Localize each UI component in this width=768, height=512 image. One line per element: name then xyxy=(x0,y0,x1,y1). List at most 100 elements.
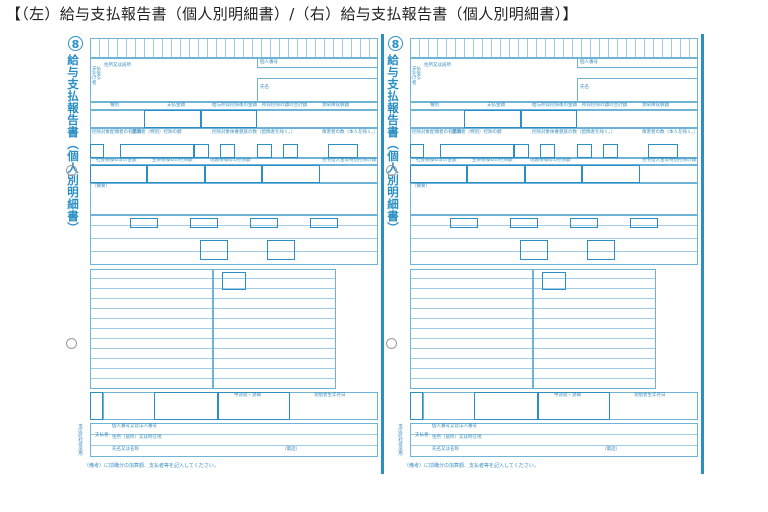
earthquake-insurance-field[interactable] xyxy=(205,165,262,183)
kind-label: 種別 xyxy=(110,103,119,108)
payer-name-label: 氏名又は名称 xyxy=(112,447,139,452)
kind-label: 種別 xyxy=(430,103,439,108)
disabled-count-field[interactable] xyxy=(648,144,678,158)
life-insurance-field[interactable] xyxy=(467,165,525,183)
after-deduction-field[interactable] xyxy=(521,110,577,128)
housing-loan-field[interactable] xyxy=(262,165,320,183)
detail-field[interactable] xyxy=(310,218,338,228)
detail-field[interactable] xyxy=(570,218,598,228)
spouse-amount-field[interactable] xyxy=(440,144,514,158)
name-field[interactable] xyxy=(257,78,378,102)
social-insurance-label: 社会保険料等の金額 xyxy=(96,158,137,163)
mid-join-field[interactable] xyxy=(538,392,610,420)
detail-field[interactable] xyxy=(450,218,478,228)
name-field[interactable] xyxy=(577,78,698,102)
minor-checkbox[interactable] xyxy=(90,392,103,420)
payment-amount-field[interactable] xyxy=(464,110,521,128)
form-note: （備考）に前職分の加算額、支払者等を記入してください。 xyxy=(84,463,219,469)
disabled-label: 障害者の数（本人を除く。） xyxy=(322,130,379,135)
personal-number-label: 個人番号 xyxy=(580,60,598,65)
dependent-field[interactable] xyxy=(222,272,246,290)
dependent-field[interactable] xyxy=(542,272,566,290)
page-title: 【（左）給与支払報告書（個人別明細書）/（右）給与支払報告書（個人別明細書）】 xyxy=(6,5,578,23)
dependents-label: 控除対象扶養親族の数（配偶者を除く。） xyxy=(212,130,296,135)
recipient-label: 支払を受ける者 xyxy=(412,67,421,86)
housing-loan-label: 住宅借入金等特別控除の額 xyxy=(642,158,696,163)
withholding-label: 源泉徴収税額 xyxy=(642,103,669,108)
after-deduction-field[interactable] xyxy=(201,110,257,128)
dependent-count-field[interactable] xyxy=(220,144,235,158)
form-number-badge: 8 xyxy=(68,36,83,51)
deduction-details-grid xyxy=(90,215,378,265)
form-edge-bar xyxy=(701,34,704,474)
detail-field[interactable] xyxy=(250,218,278,228)
after-deduction-label: 給与所得控除後の金額 xyxy=(532,103,577,108)
status-checkbox-group[interactable] xyxy=(474,392,538,420)
payer-number-label: 個人番号又は法人番号 xyxy=(432,424,477,429)
status-checkbox-group[interactable] xyxy=(154,392,218,420)
withholding-label: 源泉徴収税額 xyxy=(322,103,349,108)
remarks-field[interactable] xyxy=(410,183,698,215)
payment-label: 支払金額 xyxy=(487,103,505,108)
insurance-header-row xyxy=(410,158,698,165)
dependents-label: 控除対象扶養親族の数（配偶者を除く。） xyxy=(532,130,616,135)
spouse-field[interactable] xyxy=(90,144,104,158)
personal-number-field[interactable] xyxy=(577,58,698,68)
earthquake-insurance-label: 地震保険料の控除額 xyxy=(530,158,571,163)
detail-field[interactable] xyxy=(200,240,228,260)
payer-block xyxy=(90,423,378,457)
disabled-count-field[interactable] xyxy=(328,144,358,158)
phone-label: （電話） xyxy=(602,447,620,452)
detail-field[interactable] xyxy=(520,240,548,260)
municipality-label: 市区町村提出用 xyxy=(77,424,83,456)
name-label: 氏名 xyxy=(580,85,589,90)
left-report-form: 8 給与支払報告書（個人別明細書） 支払を受ける者 住所又は居所 個人番号 氏名… xyxy=(66,34,384,474)
punch-hole-icon xyxy=(66,338,77,349)
number-grid xyxy=(410,38,698,58)
form-vertical-title: 給与支払報告書（個人別明細書） xyxy=(386,54,400,234)
personal-number-field[interactable] xyxy=(257,58,378,68)
dependent-count-field[interactable] xyxy=(257,144,272,158)
mid-join-field[interactable] xyxy=(218,392,290,420)
form-vertical-title: 給与支払報告書（個人別明細書） xyxy=(66,54,80,234)
after-deduction-label: 給与所得控除後の金額 xyxy=(212,103,257,108)
disabled-label: 障害者の数（本人を除く。） xyxy=(642,130,699,135)
personal-number-label: 個人番号 xyxy=(260,60,278,65)
dependent-count-field[interactable] xyxy=(283,144,298,158)
payer-name-label: 氏名又は名称 xyxy=(432,447,459,452)
payer-block xyxy=(410,423,698,457)
punch-hole-icon xyxy=(66,165,77,176)
social-insurance-field[interactable] xyxy=(90,165,147,183)
payment-header-row xyxy=(410,102,698,110)
address-label: 住所又は居所 xyxy=(424,63,451,68)
dependent-count-field[interactable] xyxy=(514,144,529,158)
detail-field[interactable] xyxy=(267,240,295,260)
earthquake-insurance-label: 地震保険料の控除額 xyxy=(210,158,251,163)
detail-field[interactable] xyxy=(630,218,658,228)
spouse-field[interactable] xyxy=(410,144,424,158)
dependent-count-field[interactable] xyxy=(577,144,592,158)
dependent-count-field[interactable] xyxy=(540,144,555,158)
detail-field[interactable] xyxy=(510,218,538,228)
housing-loan-field[interactable] xyxy=(582,165,640,183)
spouse-amount-field[interactable] xyxy=(120,144,194,158)
life-insurance-label: 生命保険料の控除額 xyxy=(152,158,193,163)
payer-label: 支払者 xyxy=(415,433,429,438)
detail-field[interactable] xyxy=(190,218,218,228)
name-label: 氏名 xyxy=(260,85,269,90)
dependent-count-field[interactable] xyxy=(603,144,618,158)
life-insurance-field[interactable] xyxy=(147,165,205,183)
social-insurance-field[interactable] xyxy=(410,165,467,183)
mid-join-label: 中途就・退職 xyxy=(554,393,581,398)
minor-checkbox[interactable] xyxy=(410,392,423,420)
payment-header-row xyxy=(90,102,378,110)
remarks-field[interactable] xyxy=(90,183,378,215)
detail-field[interactable] xyxy=(587,240,615,260)
dependent-count-field[interactable] xyxy=(194,144,209,158)
phone-label: （電話） xyxy=(282,447,300,452)
payment-amount-field[interactable] xyxy=(144,110,201,128)
earthquake-insurance-field[interactable] xyxy=(525,165,582,183)
detail-field[interactable] xyxy=(130,218,158,228)
social-insurance-label: 社会保険料等の金額 xyxy=(416,158,457,163)
payer-address-label: 住所（居所）又は所在地 xyxy=(432,435,482,440)
